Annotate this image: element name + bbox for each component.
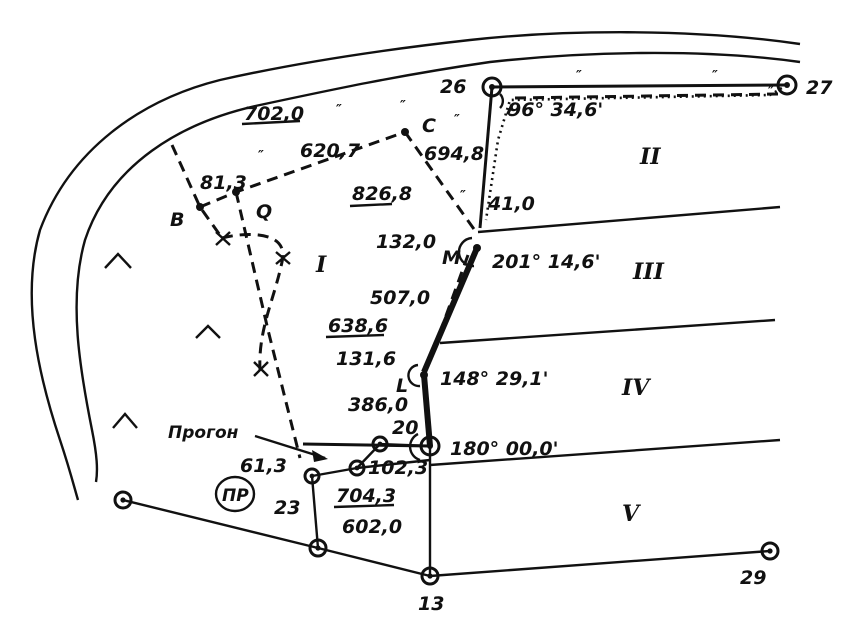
angle-label-m: 201° 14,6': [492, 251, 600, 273]
measure-507: 507,0: [370, 287, 430, 309]
station-26: [481, 76, 503, 98]
underline-702: [241, 119, 301, 126]
progon-label: Прогон: [168, 423, 239, 443]
underline-7043: [333, 503, 395, 509]
measure-638: 638,6: [328, 315, 388, 337]
boundary-line-26-27: [491, 83, 788, 89]
boundary-line-m-east: [477, 205, 781, 234]
boundary-line-23-13: [317, 546, 431, 578]
point-label-29: 29: [740, 567, 766, 589]
point-label-m: M: [442, 247, 461, 269]
measure-813: 81,3: [200, 172, 247, 194]
station-c: [401, 128, 409, 136]
angle-arc-l: [407, 363, 421, 388]
boundary-line-west-23: [122, 498, 319, 550]
boundary-line-iv-bottom: [429, 438, 781, 467]
measure-7043: 704,3: [336, 485, 396, 507]
cross-mark: [253, 361, 269, 377]
dashed-q-south: [234, 191, 302, 459]
point-label-13: 13: [418, 593, 444, 615]
point-label-l: L: [396, 375, 408, 397]
tick-mark: ″: [768, 85, 774, 100]
tick-mark: ″: [712, 69, 718, 84]
dashed-m-l: [428, 254, 470, 361]
tick-mark: ″: [460, 189, 466, 204]
station-13: [420, 566, 440, 586]
meadow-symbol: [195, 324, 221, 339]
tick-mark: ″: [576, 69, 582, 84]
cross-mark: [215, 231, 231, 246]
station-20: [419, 435, 441, 457]
point-label-26: 26: [440, 76, 466, 98]
station-23-bottom: [308, 538, 328, 558]
point-label-q: Q: [256, 201, 272, 223]
point-label-c: C: [422, 115, 436, 137]
boundary-line-13-29: [429, 549, 771, 578]
station-l: [420, 371, 428, 379]
point-label-27: 27: [806, 77, 833, 99]
point-label-pr: ПР: [222, 486, 249, 506]
underline-638: [325, 333, 385, 339]
measure-410: 41,0: [487, 193, 535, 215]
measure-620: 620,7: [300, 140, 361, 162]
measure-1023: 102,3: [368, 457, 428, 479]
station-m: [473, 244, 481, 252]
point-label-b: B: [170, 209, 184, 231]
station-29: [760, 541, 780, 561]
measure-386: 386,0: [348, 394, 408, 416]
meadow-symbol: [112, 412, 138, 429]
angle-label-20: 180° 00,0': [450, 438, 558, 460]
measure-702: 702,0: [244, 103, 304, 125]
angle-arc-m: [457, 236, 475, 268]
tick-mark: ″: [336, 103, 342, 118]
tick-mark: ″: [400, 99, 406, 114]
station-west: [113, 490, 133, 510]
section-label-i: I: [315, 252, 327, 278]
underline-826: [349, 202, 393, 208]
measure-602: 602,0: [342, 516, 402, 538]
station-27: [776, 74, 798, 96]
station-23: [303, 467, 321, 485]
traverse-26-m: [478, 86, 494, 229]
section-label-iii: III: [632, 259, 665, 285]
boundary-line-iv-top: [439, 318, 776, 345]
traverse-102-point: [356, 458, 431, 470]
station-q: [232, 188, 240, 196]
angle-arc-20: [408, 432, 421, 462]
dotted-traverse: [484, 83, 788, 221]
section-label-ii: II: [639, 144, 661, 170]
station-b: [196, 203, 204, 211]
section-label-v: V: [622, 501, 641, 527]
dashed-c-m: [403, 131, 478, 233]
measure-1316: 131,6: [336, 348, 396, 370]
tick-mark: ″: [454, 113, 460, 128]
section-label-iv: IV: [621, 375, 651, 401]
measure-132: 132,0: [376, 231, 436, 253]
pr-mark-circle: [214, 475, 256, 513]
station-357: [348, 459, 366, 477]
traverse-m-l: [421, 246, 480, 374]
river-bank-inner: [75, 51, 801, 483]
measure-694: 694,8: [424, 143, 484, 165]
measure-20: 20: [392, 417, 418, 439]
angle-label-26: 96° 34,6': [508, 99, 603, 121]
dashed-traverse-27: [503, 92, 779, 121]
river-bank-outer: [30, 31, 801, 501]
cross-mark: [275, 251, 291, 265]
dashed-loop: [221, 232, 285, 371]
boundary-line-23-up: [310, 475, 320, 549]
station-380: [371, 435, 389, 453]
traverse-l-20: [421, 374, 433, 447]
progon-arrow-head: [312, 450, 328, 462]
point-label-23: 23: [274, 497, 300, 519]
angle-arc-26: [499, 93, 505, 109]
measure-613: 61,3: [240, 455, 287, 477]
tick-mark: ″: [258, 149, 264, 164]
measure-826: 826,8: [352, 183, 412, 205]
dashed-north-b: [170, 144, 224, 239]
angle-label-l: 148° 29,1': [440, 368, 548, 390]
meadow-symbol: [104, 252, 132, 269]
